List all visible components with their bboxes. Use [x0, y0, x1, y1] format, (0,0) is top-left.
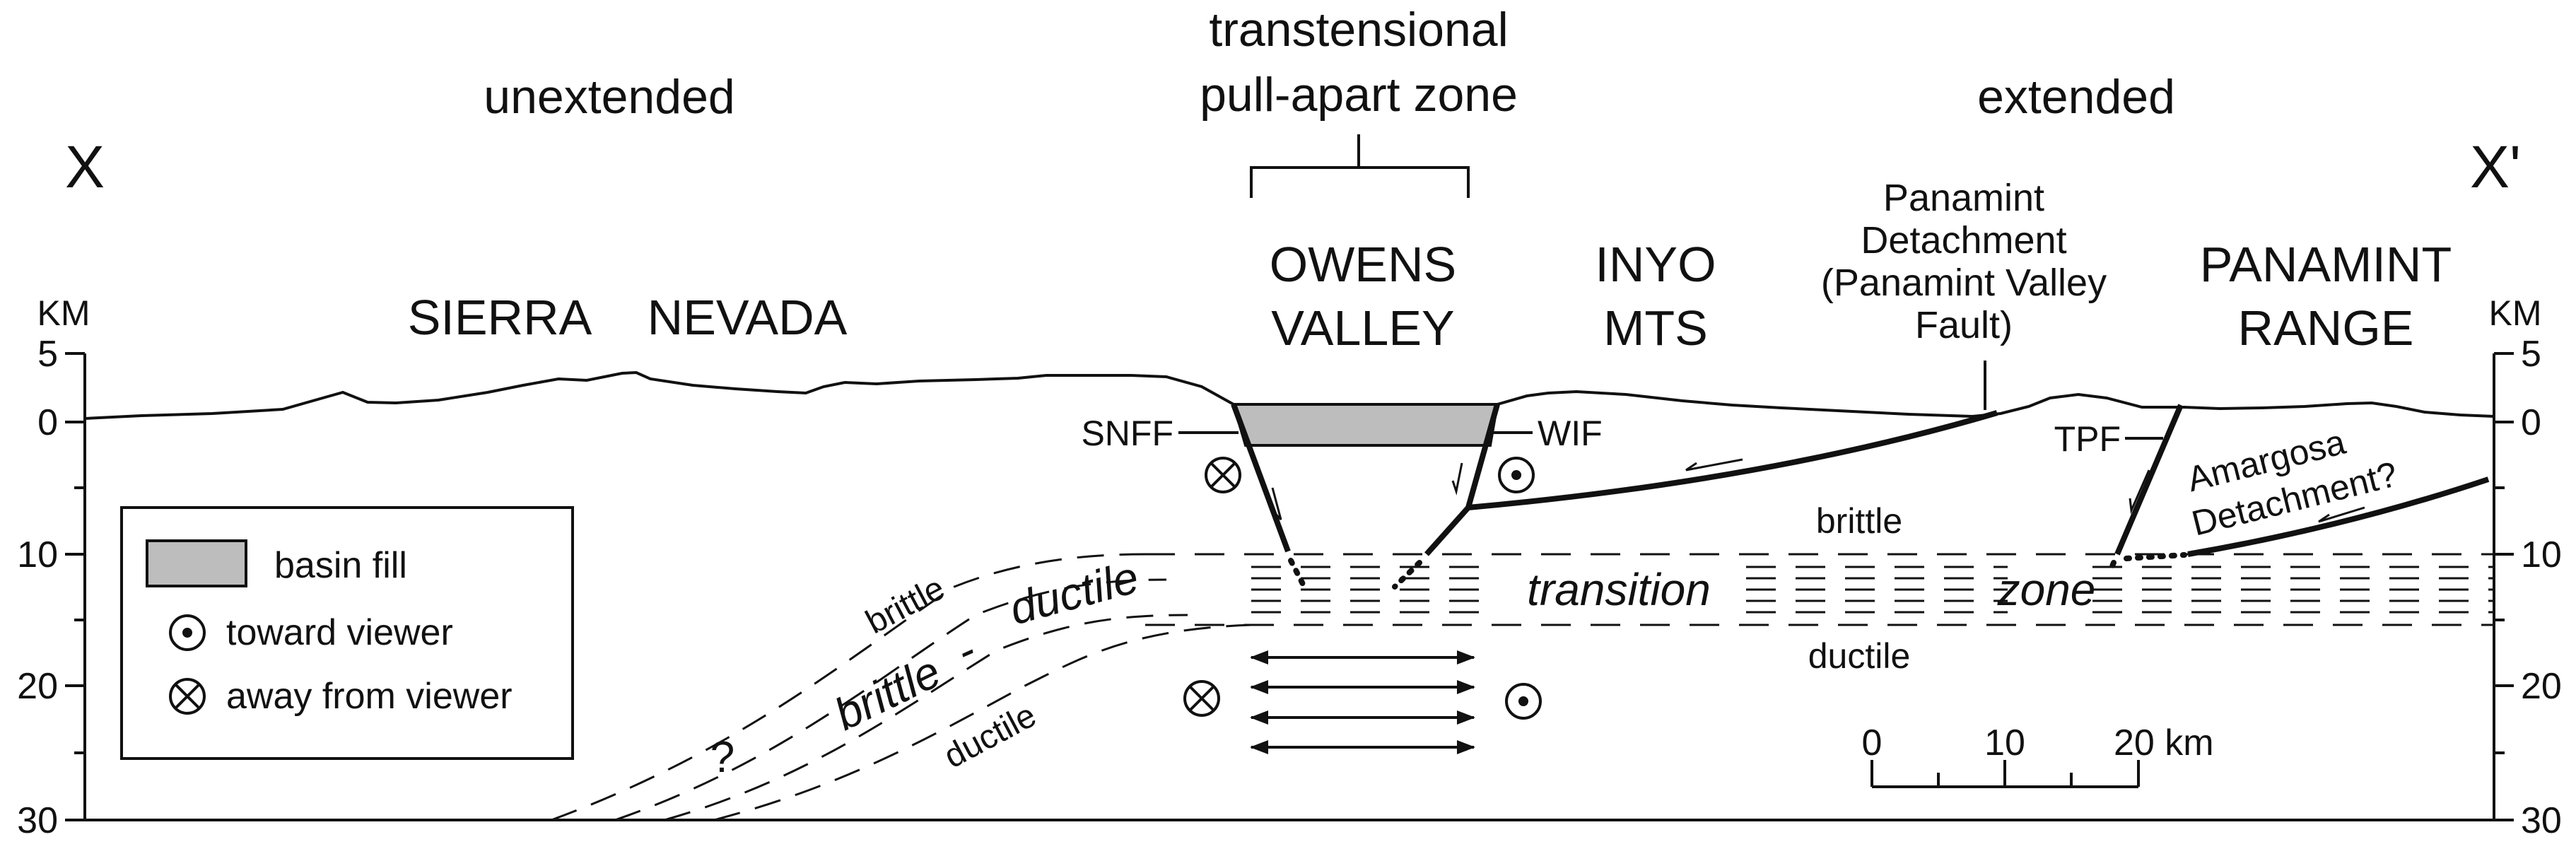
brittle-ductile-sloping-dashes	[551, 553, 1252, 821]
fault-amargosa-detachment	[2187, 476, 2490, 557]
legend-toward-viewer-icon	[169, 614, 206, 651]
place-sierra: SIERRA	[408, 290, 592, 345]
right-tick-5: 5	[2521, 334, 2541, 375]
zone-transtensional-line1: transtensional	[1209, 3, 1508, 57]
left-depth-axis	[65, 352, 86, 821]
basin-fill	[1231, 403, 1499, 447]
panamint-detachment-label-3: (Panamint Valley	[1821, 262, 2107, 304]
ductile-label-lower: ductile	[1808, 636, 1911, 676]
bd-slope-label-dash: -	[949, 624, 983, 677]
right-tick-20: 20	[2521, 666, 2562, 707]
place-owens-line2: VALLEY	[1271, 300, 1454, 356]
away-from-viewer-symbol-deep	[1183, 680, 1220, 717]
fault-panamint-detachment	[1468, 410, 1998, 510]
fault-snff-dotted	[1288, 558, 1307, 590]
left-tick-20: 20	[17, 666, 58, 707]
fault-label-tpf: TPF	[2054, 419, 2121, 459]
zone-transtensional-line2: pull-apart zone	[1200, 68, 1518, 122]
fault-snff	[1231, 403, 1291, 553]
topography-profile	[84, 370, 2495, 420]
zone-unextended: unextended	[484, 70, 734, 124]
scale-bar-label-20km: 20 km	[2114, 722, 2214, 763]
slip-arrow-panamint-detachment	[1685, 458, 1743, 472]
legend-toward-viewer-label: toward viewer	[226, 612, 453, 653]
slip-arrow-tpf	[2129, 469, 2150, 515]
brittle-label-upper: brittle	[1816, 501, 1902, 541]
scale-bar-label-0: 0	[1862, 722, 1883, 763]
legend-away-from-viewer-label: away from viewer	[226, 676, 513, 717]
fault-tpf-dotted	[2107, 552, 2187, 574]
legend-away-from-viewer-icon	[169, 678, 206, 715]
place-owens-line1: OWENS	[1270, 237, 1456, 292]
zone-label-mask	[2008, 563, 2085, 616]
left-tick-0: 0	[37, 402, 58, 443]
slip-arrow-wif	[1451, 462, 1463, 496]
panamint-detachment-label-2: Detachment	[1861, 219, 2066, 262]
bd-slope-brittle: brittle	[860, 569, 951, 641]
bd-slope-label-brittle: brittle	[826, 646, 948, 740]
left-tick-30: 30	[17, 800, 58, 841]
toward-viewer-symbol-wif	[1498, 457, 1535, 493]
slip-arrow-amargosa	[2318, 506, 2365, 523]
legend-basin-fill-swatch	[146, 539, 247, 587]
place-inyo-line2: MTS	[1603, 300, 1708, 356]
pull-apart-bracket	[1250, 134, 1470, 198]
left-end-label: X	[65, 134, 105, 200]
panamint-detachment-label-4: Fault)	[1915, 304, 2013, 346]
place-panamint-line1: PANAMINT	[2200, 237, 2452, 292]
panamint-detachment-label-1: Panamint	[1883, 177, 2044, 219]
right-end-label: X'	[2470, 134, 2521, 200]
scale-bar	[1870, 760, 2140, 788]
place-panamint-line2: RANGE	[2238, 300, 2414, 356]
fault-label-snff: SNFF	[1081, 414, 1173, 453]
depth-unit-left: KM	[37, 293, 90, 333]
bd-slope-label-ductile: ductile	[1005, 551, 1144, 634]
fault-tpf	[2114, 404, 2184, 556]
away-from-viewer-symbol-snff	[1205, 457, 1241, 493]
bd-slope-ductile: ductile	[938, 696, 1042, 775]
toward-viewer-symbol-deep	[1505, 683, 1542, 720]
right-tick-10: 10	[2521, 534, 2562, 575]
slip-arrow-snff	[1271, 487, 1282, 521]
fault-label-wif: WIF	[1538, 414, 1603, 453]
transition-zone-dashes	[1145, 553, 2494, 626]
zone-label: zone	[1997, 564, 2096, 615]
depth-unit-right: KM	[2489, 293, 2542, 333]
uncertain-mark: ?	[710, 733, 734, 782]
right-depth-axis	[2493, 352, 2514, 821]
place-nevada: NEVADA	[648, 290, 848, 345]
extension-arrows	[1250, 650, 1475, 754]
transition-label-mask	[1499, 563, 1739, 616]
left-tick-5: 5	[37, 334, 58, 375]
scale-bar-label-10: 10	[1984, 722, 2025, 763]
left-tick-10: 10	[17, 534, 58, 575]
right-tick-0: 0	[2521, 402, 2541, 443]
right-tick-30: 30	[2521, 800, 2562, 841]
zone-extended: extended	[1977, 70, 2175, 124]
legend-basin-fill-label: basin fill	[274, 545, 407, 586]
place-inyo-line1: INYO	[1595, 237, 1716, 292]
transition-label: transition	[1527, 564, 1711, 615]
